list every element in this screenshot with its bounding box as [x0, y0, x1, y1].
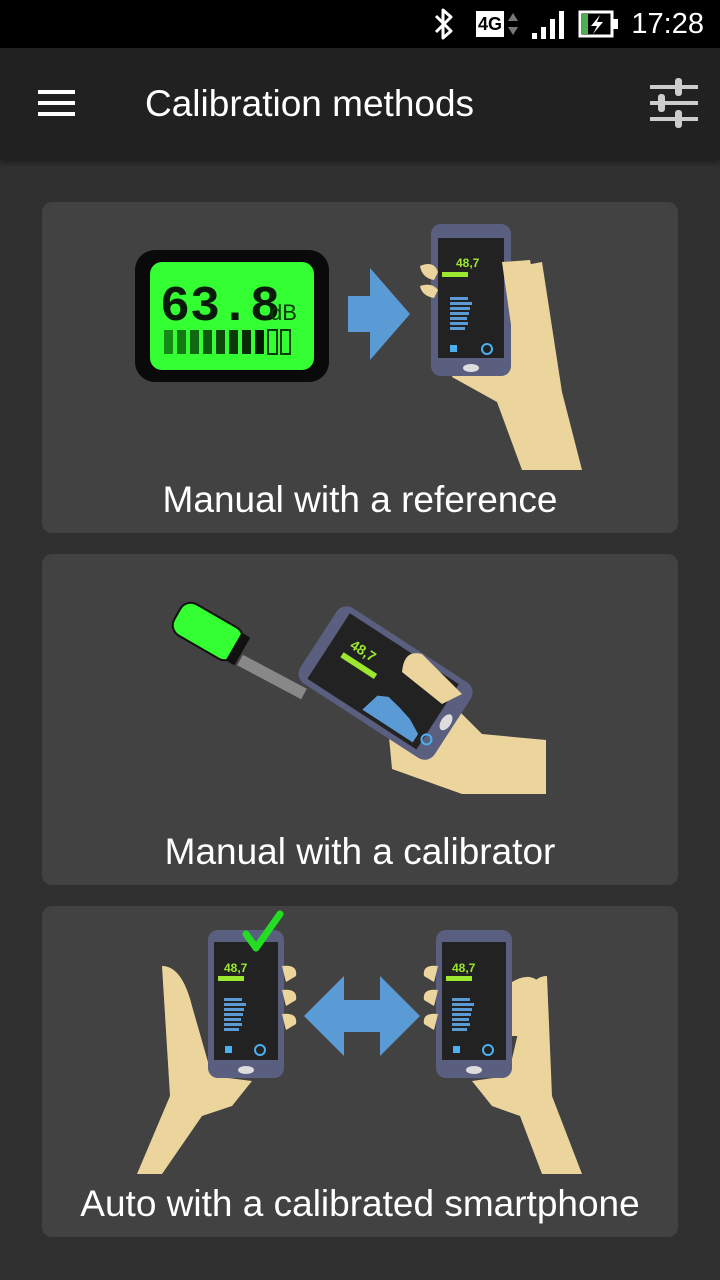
- method-label: Manual with a reference: [162, 479, 558, 520]
- settings-button[interactable]: [642, 74, 706, 134]
- phone-in-hand-icon: 48,7: [420, 224, 582, 470]
- phone-in-hand-icon: 48,7: [298, 606, 546, 794]
- svg-text:dB: dB: [270, 300, 297, 325]
- method-card-manual-reference[interactable]: 63.8 dB 48,7: [42, 202, 678, 533]
- double-arrow-icon: [304, 976, 420, 1056]
- tune-sliders-icon: [650, 78, 698, 128]
- bluetooth-icon: [430, 0, 458, 48]
- battery-charging-icon: [578, 0, 620, 48]
- checkmark-icon: [242, 910, 284, 952]
- app-bar: Calibration methods: [0, 48, 720, 160]
- svg-text:63.8: 63.8: [160, 279, 280, 336]
- calibrator-illustration: 48,7: [171, 601, 546, 794]
- clock: 17:28: [631, 7, 704, 40]
- hamburger-menu-icon: [38, 90, 75, 116]
- svg-text:48,7: 48,7: [224, 961, 248, 975]
- method-label: Manual with a calibrator: [164, 831, 556, 872]
- arrow-right-icon: [348, 268, 410, 360]
- menu-button[interactable]: [28, 78, 84, 130]
- smartphone-illustration: 48,7 48,7: [137, 910, 582, 1174]
- 4g-icon: 4G: [476, 0, 520, 48]
- left-phone-in-hand-icon: 48,7: [137, 910, 297, 1174]
- method-label: Auto with a calibrated smartphone: [80, 1183, 640, 1224]
- method-card-auto-smartphone[interactable]: 48,7 48,7 Auto with a calibrated smartph…: [42, 906, 678, 1237]
- signal-icon: [530, 0, 568, 48]
- svg-text:48,7: 48,7: [452, 961, 476, 975]
- reference-illustration: 63.8 dB 48,7: [135, 224, 582, 470]
- page-title: Calibration methods: [145, 83, 475, 124]
- right-phone-in-hand-icon: 48,7: [423, 930, 582, 1174]
- status-bar: 4G 17:28: [0, 0, 720, 48]
- sound-level-meter-icon: 63.8 dB: [135, 250, 329, 382]
- svg-text:48,7: 48,7: [456, 256, 480, 270]
- method-card-manual-calibrator[interactable]: 48,7 Manual with a calibrator: [42, 554, 678, 885]
- calibrator-device-icon: [171, 601, 307, 700]
